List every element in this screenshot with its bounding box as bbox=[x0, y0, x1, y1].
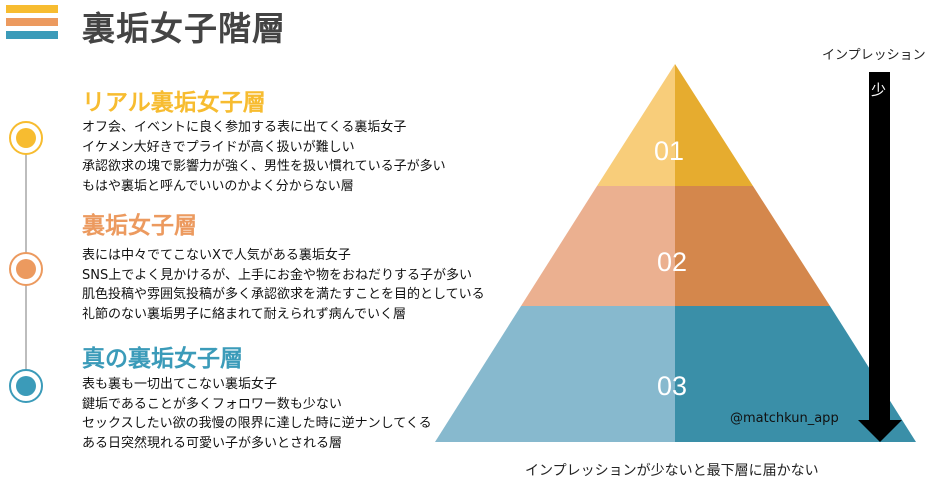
layer-3-line-1: 表も裏も一切出てこない裏垢女子 bbox=[82, 377, 278, 392]
impression-low-label: 少 bbox=[871, 81, 887, 99]
pyramid-tier-3-right bbox=[675, 306, 916, 442]
pyramid-tier-1-left bbox=[597, 64, 675, 186]
layer-description-2: 表には中々でてこないXで人気がある裏垢女子 SNS上でよく見かけるが、上手にお金… bbox=[82, 246, 485, 324]
page-title: 裏垢女子階層 bbox=[82, 9, 286, 48]
pyramid-level-3-label: 03 bbox=[657, 371, 687, 401]
layer-3-line-2: 鍵垢であることが多くフォロワー数も少ない bbox=[82, 396, 342, 412]
layer-heading-3: 真の裏垢女子層 bbox=[82, 346, 243, 372]
pyramid-level-1-label: 01 bbox=[654, 136, 684, 166]
layer-heading-1: リアル裏垢女子層 bbox=[82, 90, 266, 116]
layer-heading-2: 裏垢女子層 bbox=[82, 213, 197, 239]
layer-1-line-4: もはや裏垢と呼んでいいのかよく分からない層 bbox=[82, 178, 354, 194]
impression-arrow-head bbox=[858, 420, 902, 442]
layer-2-line-1: 表には中々でてこないXで人気がある裏垢女子 bbox=[82, 248, 351, 263]
layer-2-line-4: 礼節のない裏垢男子に絡まれて耐えられず病んでいく層 bbox=[82, 306, 406, 322]
impression-axis-label: インプレッション bbox=[822, 48, 926, 63]
impression-arrow bbox=[869, 72, 890, 422]
credit-handle: @matchkun_app bbox=[730, 411, 839, 426]
layer-3-line-4: ある日突然現れる可愛い子が多いとされる層 bbox=[82, 435, 343, 451]
layer-description-1: オフ会、イベントに良く参加する表に出てくる裏垢女子 イケメン大好きでプライドが高… bbox=[82, 118, 446, 196]
timeline-marker-2 bbox=[9, 252, 43, 286]
bottom-note: インプレッションが少ないと最下層に届かない bbox=[525, 463, 819, 479]
timeline-marker-3 bbox=[9, 369, 43, 403]
pyramid-tier-2-left bbox=[521, 186, 675, 306]
timeline-dot-2 bbox=[16, 259, 36, 279]
pyramid-level-2-label: 02 bbox=[657, 247, 687, 277]
layer-description-3: 表も裏も一切出てこない裏垢女子 鍵垢であることが多くフォロワー数も少ない セック… bbox=[82, 375, 432, 453]
layer-1-line-3: 承認欲求の塊で影響力が強く、男性を扱い慣れている子が多い bbox=[82, 159, 446, 174]
pyramid-tier-2-right bbox=[675, 186, 830, 306]
impression-high-label: 多 bbox=[871, 416, 887, 434]
logo-stripe-orange bbox=[6, 18, 58, 26]
pyramid-tier-1-right bbox=[675, 64, 753, 186]
timeline-dot-1 bbox=[16, 128, 36, 148]
layer-1-line-1: オフ会、イベントに良く参加する表に出てくる裏垢女子 bbox=[82, 120, 407, 135]
layer-1-line-2: イケメン大好きでプライドが高く扱いが難しい bbox=[82, 139, 355, 155]
layer-2-line-3: 肌色投稿や雰囲気投稿が多く承認欲求を満たすことを目的としている bbox=[82, 287, 485, 302]
logo-stripe-yellow bbox=[6, 5, 58, 13]
timeline-marker-1 bbox=[9, 121, 43, 155]
layer-3-line-3: セックスしたい欲の我慢の限界に達した時に逆ナンしてくる bbox=[82, 416, 432, 431]
logo-stripe-blue bbox=[6, 31, 58, 39]
timeline-dot-3 bbox=[16, 376, 36, 396]
pyramid-tier-3-left bbox=[435, 306, 675, 442]
layer-2-line-2: SNS上でよく見かけるが、上手にお金や物をおねだりする子が多い bbox=[82, 267, 472, 283]
